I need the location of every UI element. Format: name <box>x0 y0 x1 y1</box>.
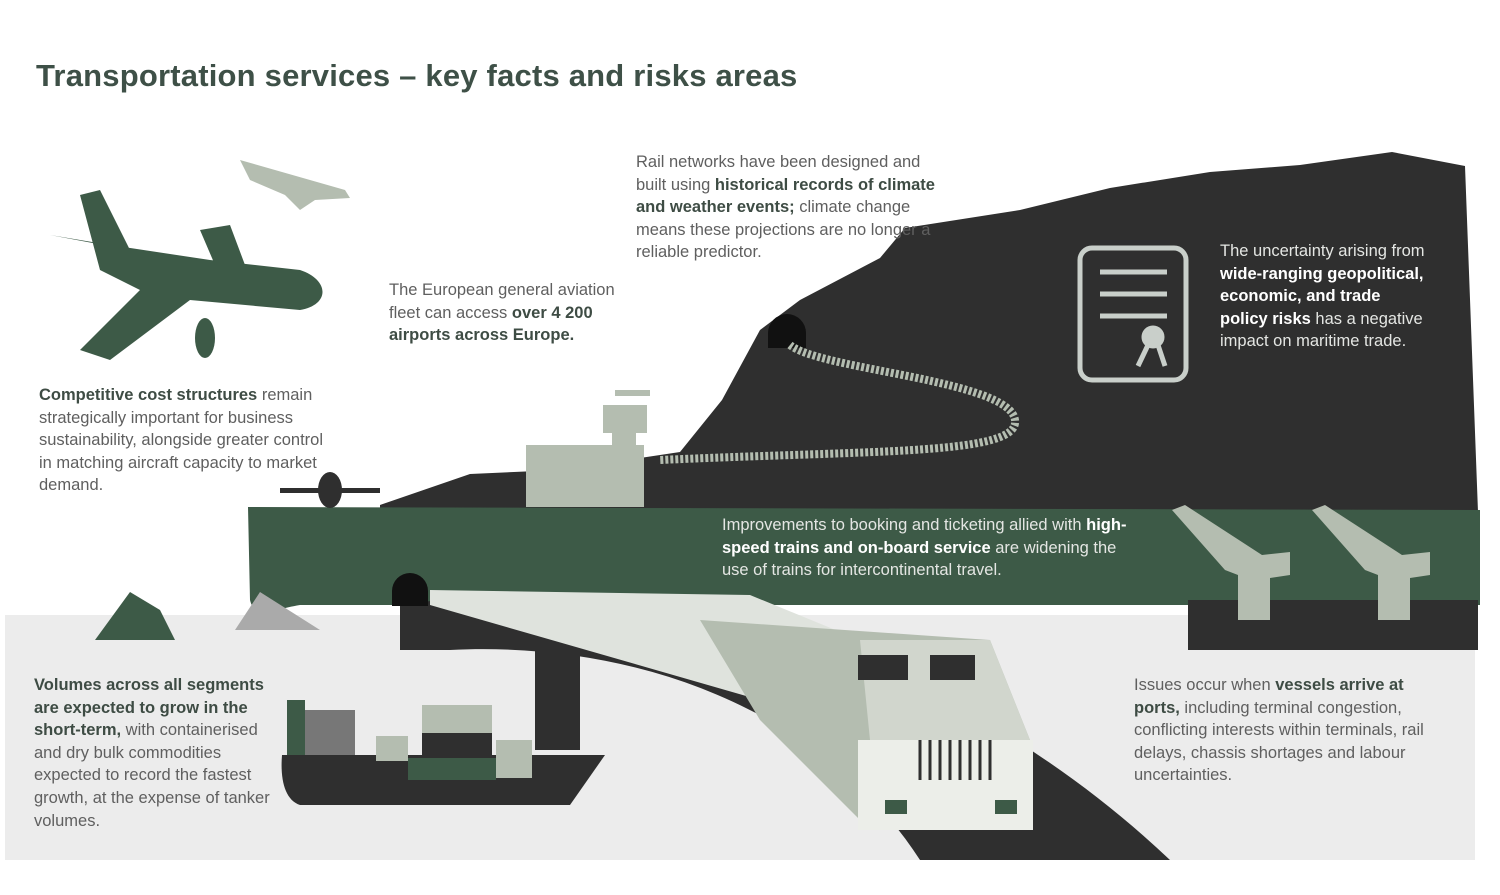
text-bold: Competitive cost structures <box>39 386 258 404</box>
text: Improvements to booking and ticketing al… <box>722 516 1087 534</box>
rock <box>235 592 320 630</box>
text-bold: over 4 200 airports across Europe. <box>389 303 593 345</box>
airport-building-icon <box>526 390 650 507</box>
text-bold: wide-ranging geopolitical, economic, and… <box>1220 264 1424 328</box>
tunnel-icon <box>392 573 428 606</box>
port-issues-text: Issues occur when vessels arrive at port… <box>1134 674 1454 787</box>
text: with containerised and dry bulk commodit… <box>34 721 270 830</box>
text: climate change means these projections a… <box>636 198 931 262</box>
text: The uncertainty arising from <box>1220 242 1425 260</box>
text: Rail networks have been designed and bui… <box>636 153 921 194</box>
large-airplane-icon <box>50 190 323 360</box>
cargo-ship-icon <box>281 700 605 805</box>
text-bold: high-speed trains and on-board service <box>722 516 1127 557</box>
maritime-risk-text: The uncertainty arising from wide-rangin… <box>1220 240 1430 353</box>
aviation-airports-text: The European general aviation fleet can … <box>389 279 634 347</box>
text: remain strategically important for busin… <box>39 386 324 495</box>
green-band <box>248 507 1480 612</box>
page-title: Transportation services – key facts and … <box>36 58 798 93</box>
port-pier <box>1188 600 1478 650</box>
text-bold: Volumes across all segments are expected… <box>34 676 264 740</box>
train-booking-text: Improvements to booking and ticketing al… <box>722 514 1142 582</box>
bridge-pillar <box>535 640 580 750</box>
taxiing-airplane-icon <box>280 472 380 508</box>
shipping-volumes-text: Volumes across all segments are expected… <box>34 674 284 832</box>
text: are widening the use of trains for inter… <box>722 538 1117 580</box>
mountain-railway <box>659 341 1020 464</box>
cost-structures-text: Competitive cost structures remain strat… <box>39 384 324 497</box>
rock <box>95 592 175 640</box>
text: has a negative impact on maritime trade. <box>1220 309 1423 351</box>
small-airplane-icon <box>240 160 350 210</box>
text: including terminal congestion, conflicti… <box>1134 698 1424 785</box>
text: The European general aviation fleet can … <box>389 281 615 322</box>
certificate-icon <box>1077 245 1189 383</box>
text-bold: historical records of climate and weathe… <box>636 175 935 217</box>
tunnel-icon <box>768 314 806 348</box>
train-icon <box>430 590 1033 830</box>
text-bold: vessels arrive at ports, <box>1134 676 1404 717</box>
mountain <box>380 152 1478 512</box>
crane-icon <box>1172 505 1430 620</box>
rail-climate-text: Rail networks have been designed and bui… <box>636 151 946 264</box>
text: Issues occur when <box>1134 676 1276 694</box>
